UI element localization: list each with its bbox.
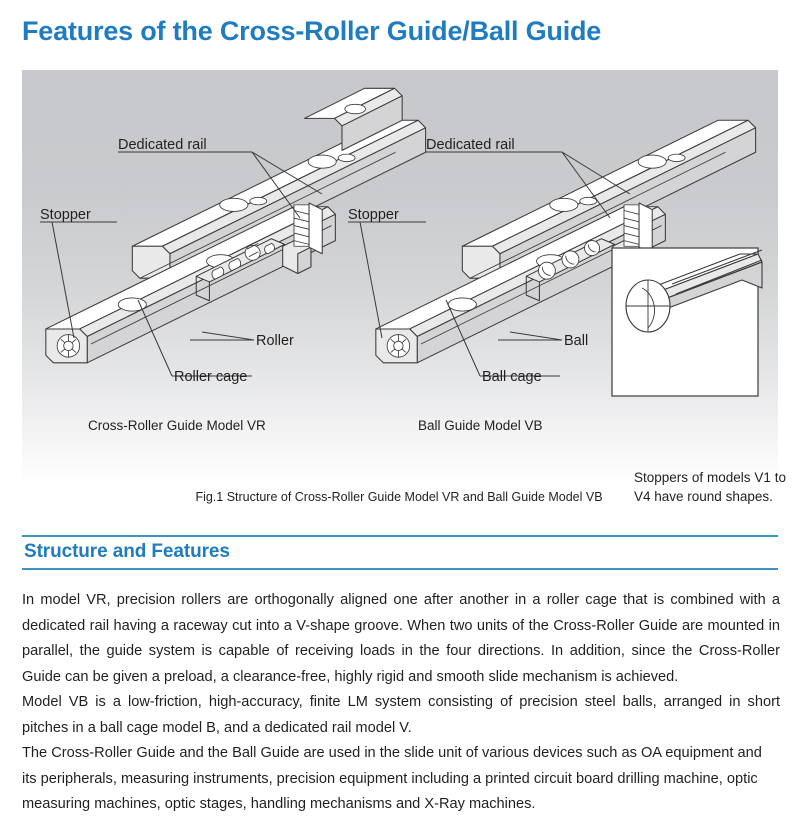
caption-model-vb: Ball Guide Model VB <box>418 418 543 433</box>
section-heading-text: Structure and Features <box>24 541 230 562</box>
figure-panel: .ln { fill:none; stroke:#3a3a3a; stroke-… <box>22 70 786 504</box>
caption-model-vr: Cross-Roller Guide Model VR <box>88 418 266 433</box>
paragraph-1: In model VR, precision rollers are ortho… <box>22 592 780 685</box>
inset-detail-box <box>611 247 763 397</box>
section-header: Structure and Features <box>22 535 778 570</box>
label-stopper-right: Stopper <box>348 207 399 223</box>
left-rail-diagram <box>45 119 427 364</box>
page-title: Features of the Cross-Roller Guide/Ball … <box>22 16 602 46</box>
body-text: In model VR, precision rollers are ortho… <box>22 588 780 818</box>
label-stopper-left: Stopper <box>40 207 91 223</box>
inset-note-text: Stoppers of models V1 to V4 have round s… <box>634 470 786 504</box>
section-rule-top <box>22 535 778 537</box>
label-ball: Ball <box>564 333 588 349</box>
section-rule-bottom <box>22 568 778 570</box>
figure-caption: Fig.1 Structure of Cross-Roller Guide Mo… <box>195 490 603 504</box>
label-roller: Roller <box>256 333 294 349</box>
right-leader-lines <box>348 151 631 377</box>
label-dedicated-rail-left: Dedicated rail <box>118 137 207 153</box>
label-ball-cage: Ball cage <box>482 369 542 385</box>
label-dedicated-rail-right: Dedicated rail <box>426 137 515 153</box>
label-roller-cage: Roller cage <box>174 369 247 385</box>
paragraph-3: The Cross-Roller Guide and the Ball Guid… <box>22 745 762 812</box>
rail-stub <box>303 87 403 151</box>
figure-labels: Dedicated rail Stopper Roller Roller cag… <box>40 137 588 385</box>
left-leader-lines <box>40 151 323 377</box>
paragraph-2: Model VB is a low-friction, high-accurac… <box>22 694 780 736</box>
figure-illustration: .ln { fill:none; stroke:#3a3a3a; stroke-… <box>40 87 763 397</box>
